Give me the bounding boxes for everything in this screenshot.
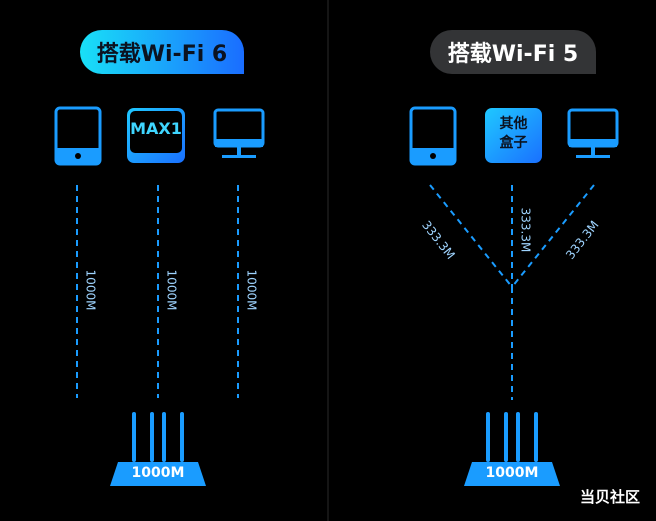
other-box-icon bbox=[485, 108, 542, 163]
router-speed-label: 1000M bbox=[131, 465, 185, 481]
wifi6-title: 搭载Wi-Fi 6 bbox=[80, 30, 244, 74]
max1-label: MAX1 bbox=[130, 119, 182, 138]
router-icon-left bbox=[110, 412, 206, 486]
max1-box-icon bbox=[127, 108, 185, 163]
wifi5-title: 搭载Wi-Fi 5 bbox=[430, 30, 596, 74]
speed-label: 1000M bbox=[83, 269, 98, 311]
other-box-label-line1: 其他 bbox=[499, 116, 528, 132]
speed-label: 1000M bbox=[244, 269, 259, 311]
router-speed-label: 1000M bbox=[485, 465, 539, 481]
monitor-icon bbox=[567, 108, 619, 158]
speed-label: 333.3M bbox=[518, 207, 533, 253]
other-box-label-line2: 盒子 bbox=[499, 135, 528, 151]
connection-lines-left bbox=[76, 185, 239, 398]
monitor-icon bbox=[213, 108, 265, 158]
tablet-icon bbox=[409, 106, 457, 166]
other-box-label: 其他 盒子 bbox=[485, 115, 542, 153]
speed-label: 1000M bbox=[164, 269, 179, 311]
router-icon-right bbox=[464, 412, 560, 486]
connection-lines-right bbox=[429, 184, 595, 400]
watermark: 当贝社区 bbox=[579, 488, 640, 506]
tablet-icon bbox=[54, 106, 102, 166]
